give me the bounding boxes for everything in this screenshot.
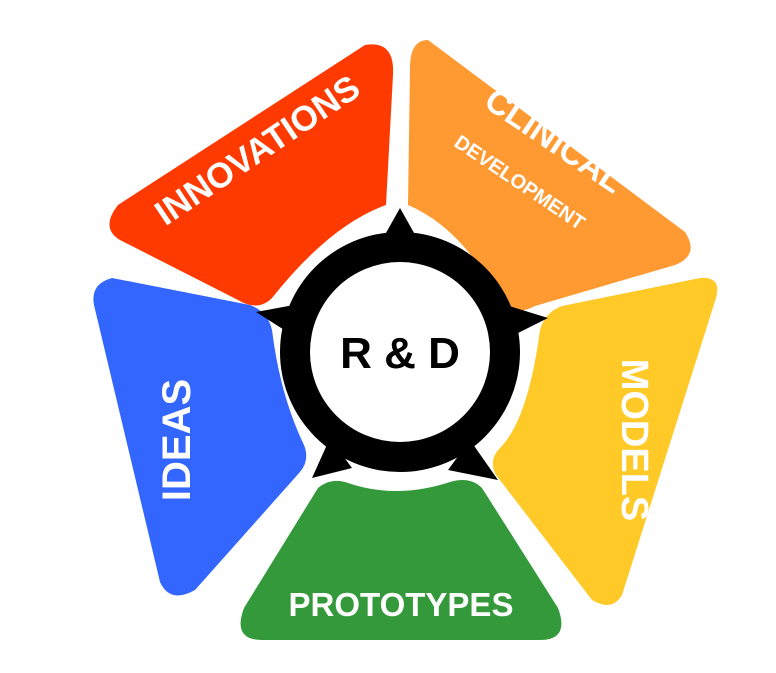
segment-clinical-shape bbox=[408, 40, 691, 311]
segment-clinical-development: CLINICAL DEVELOPMENT bbox=[408, 40, 691, 311]
segment-prototypes: PROTOTYPES bbox=[240, 480, 562, 640]
segment-ideas-shape bbox=[93, 278, 307, 596]
segment-innovations-shape bbox=[109, 44, 394, 306]
segment-models: MODELS bbox=[492, 277, 718, 605]
segment-prototypes-shape bbox=[240, 480, 562, 640]
center-circle bbox=[310, 262, 490, 442]
models-label: MODELS bbox=[613, 359, 655, 522]
center-label: R & D bbox=[340, 329, 460, 378]
ideas-label: IDEAS bbox=[155, 379, 199, 501]
prototypes-label: PROTOTYPES bbox=[289, 586, 514, 623]
segment-models-shape bbox=[492, 277, 718, 605]
center-gear: R & D bbox=[256, 208, 548, 480]
segment-ideas: IDEAS bbox=[93, 278, 307, 596]
